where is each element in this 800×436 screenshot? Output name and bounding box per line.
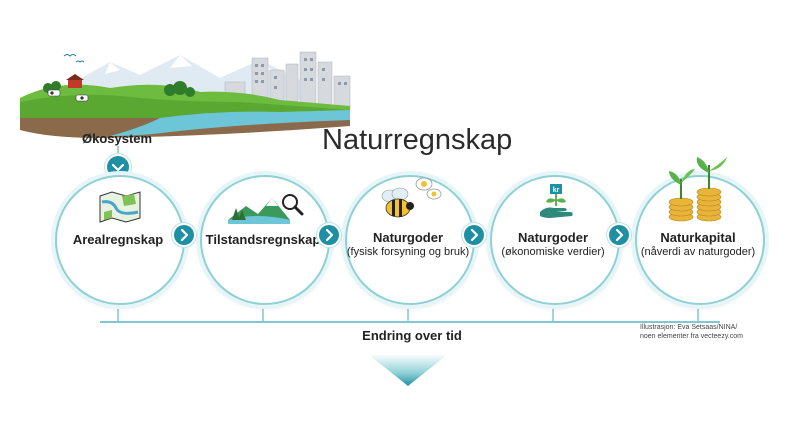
stage-title: Naturgoder bbox=[333, 230, 483, 245]
stage-label-naturgoder-okonomisk: Naturgoder (økonomiske verdier) bbox=[478, 230, 628, 258]
stage-subtitle: (nåverdi av naturgoder) bbox=[623, 246, 773, 258]
chevron-right-icon bbox=[464, 225, 484, 245]
stage-subtitle: (fysisk forsyning og bruk) bbox=[333, 246, 483, 258]
svg-text:kr: kr bbox=[553, 187, 560, 194]
chevron-right-icon bbox=[319, 225, 339, 245]
stage-title: Naturgoder bbox=[478, 230, 628, 245]
stage-label-naturkapital: Naturkapital (nåverdi av naturgoder) bbox=[623, 230, 773, 258]
next-stage-button-4[interactable] bbox=[609, 225, 629, 245]
chevron-right-icon bbox=[609, 225, 629, 245]
stage-subtitle: (økonomiske verdier) bbox=[478, 246, 628, 258]
credit-line: Illustrasjon: Eva Setsaas/NINA/ bbox=[640, 323, 760, 332]
coins-plants-icon bbox=[665, 155, 731, 225]
next-stage-button-3[interactable] bbox=[464, 225, 484, 245]
stage-label-naturgoder-fysisk: Naturgoder (fysisk forsyning og bruk) bbox=[333, 230, 483, 258]
credit-line: noen elementer fra vecteezy.com bbox=[640, 332, 760, 341]
illustration-credit: Illustrasjon: Eva Setsaas/NINA/ noen ele… bbox=[640, 323, 760, 341]
landscape-magnifier-icon bbox=[226, 190, 306, 226]
map-icon bbox=[98, 190, 142, 224]
next-stage-button-2[interactable] bbox=[319, 225, 339, 245]
stage-label-arealregnskap: Arealregnskap bbox=[43, 232, 193, 247]
hand-plant-money-icon: kr bbox=[536, 182, 576, 222]
timeline-label: Endring over tid bbox=[352, 328, 472, 343]
next-stage-button-1[interactable] bbox=[174, 225, 194, 245]
arrow-down-icon bbox=[368, 352, 448, 388]
bee-flower-icon bbox=[378, 176, 444, 222]
stage-label-tilstandsregnskap: Tilstandsregnskap bbox=[188, 232, 338, 247]
stage-title: Tilstandsregnskap bbox=[188, 232, 338, 247]
chevron-right-icon bbox=[174, 225, 194, 245]
stage-title: Naturkapital bbox=[623, 230, 773, 245]
stage-title: Arealregnskap bbox=[43, 232, 193, 247]
